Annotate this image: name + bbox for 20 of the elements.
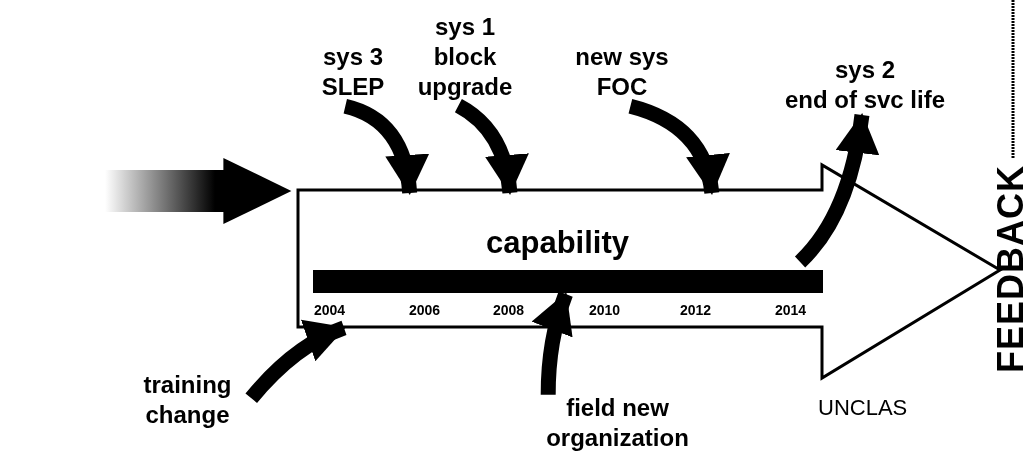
year-label: 2008 <box>493 302 525 318</box>
year-label: 2004 <box>314 302 346 318</box>
feedback-label: FEEDBACK <box>992 165 1030 373</box>
event-label: field new organization <box>545 393 690 453</box>
curved-arrow <box>531 291 574 395</box>
year-label: 2014 <box>775 302 807 318</box>
event-label: new sys FOC <box>574 42 670 102</box>
event-label: training change <box>142 370 233 430</box>
event-label: sys 3 SLEP <box>320 42 386 102</box>
year-label: 2010 <box>589 302 621 318</box>
year-label: 2012 <box>680 302 712 318</box>
event-label: end of svc life <box>783 85 946 115</box>
curved-arrow <box>245 320 347 404</box>
event-label: sys 1 block upgrade <box>416 12 514 102</box>
event-label: sys 2 <box>833 55 897 85</box>
year-label: 2006 <box>409 302 441 318</box>
classification-marking: UNCLAS <box>818 395 908 421</box>
capability-title: capability <box>486 225 629 261</box>
curved-arrow <box>628 99 729 195</box>
curved-arrow <box>794 113 879 268</box>
